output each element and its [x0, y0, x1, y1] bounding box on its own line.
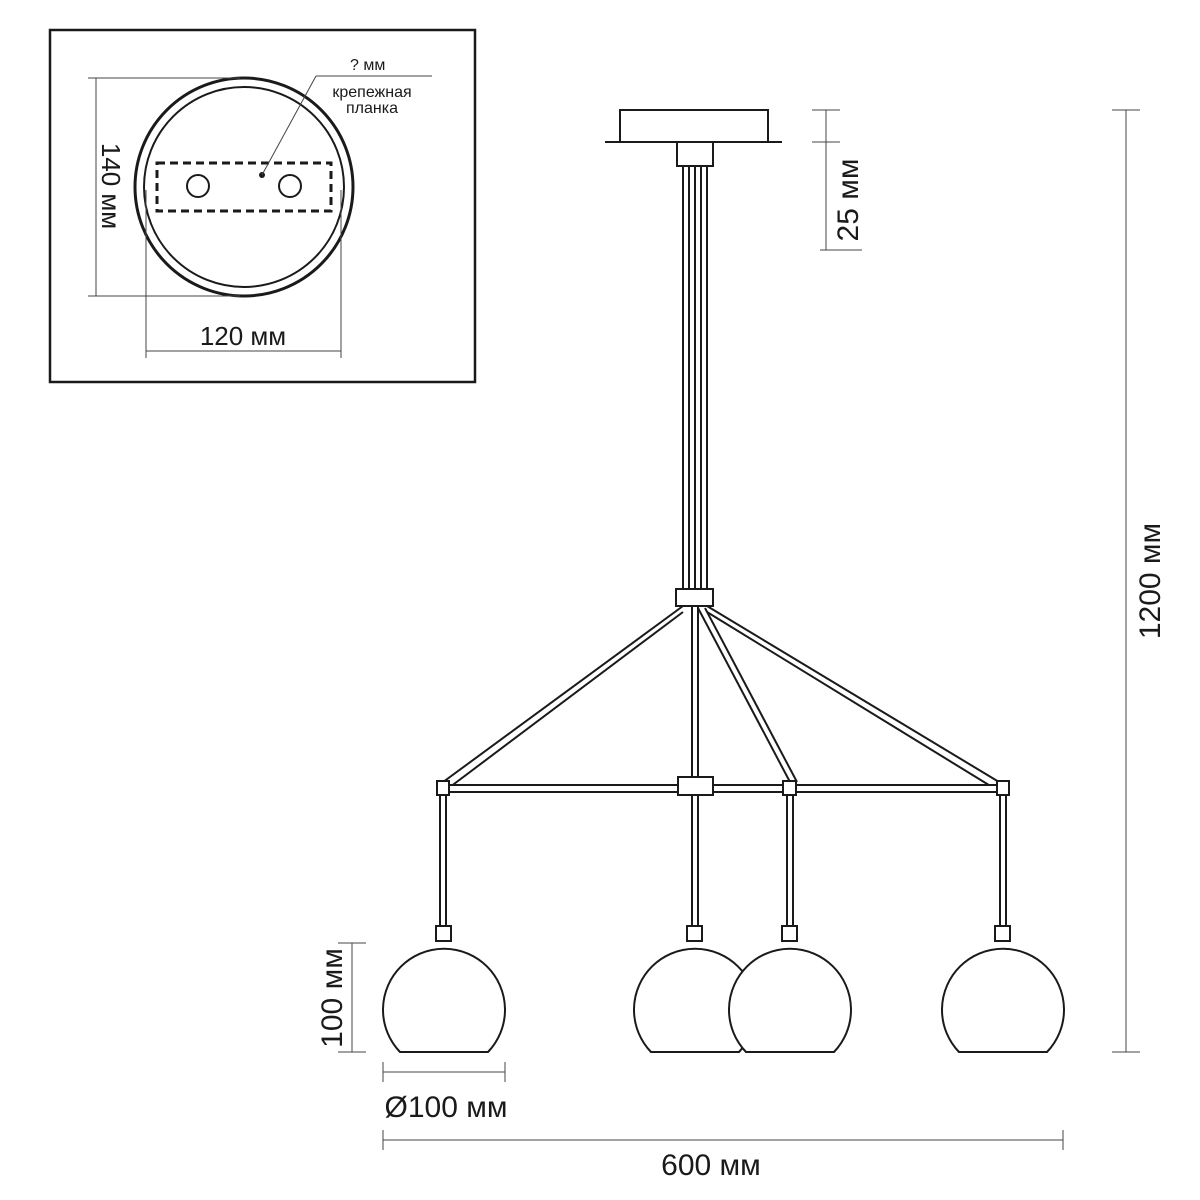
canopy-width-label: 120 мм	[200, 321, 286, 351]
horizontal-crossbar	[445, 784, 1003, 793]
total-height-label: 1200 мм	[1134, 523, 1167, 639]
mounting-strip-dashed	[155, 161, 333, 213]
pendant-shade	[728, 795, 852, 1053]
mounting-hole-right	[278, 174, 302, 198]
crossbar-joint-right	[996, 780, 1010, 796]
strip-label-line2: планка	[346, 100, 398, 117]
canopy-inner-circle	[143, 86, 345, 288]
canopy-collar	[676, 141, 714, 167]
canopy-plate	[619, 109, 769, 143]
diagonal-arms	[438, 605, 1005, 791]
inset-panel: ? мм крепежная планка 140 мм 120 мм	[48, 28, 477, 384]
central-hub-joint	[675, 588, 714, 607]
strip-label-line1: крепежная	[332, 84, 411, 101]
dimension-annotations: 25 мм 1200 мм 100 мм Ø100 мм 600 мм	[316, 109, 1167, 1182]
shade-diameter-label: Ø100 мм	[385, 1091, 508, 1124]
crossbar-joint-mid-right	[782, 780, 797, 796]
canopy-thickness-label: 25 мм	[832, 159, 865, 242]
shade-height-label: 100 мм	[316, 948, 349, 1048]
pendant-shade	[382, 795, 506, 1053]
crossbar-joint-left	[436, 780, 450, 796]
chandelier-fixture	[382, 109, 1065, 1053]
pendant-shades	[382, 795, 1065, 1053]
canopy-height-label: 140 мм	[96, 143, 126, 229]
total-width-label: 600 мм	[661, 1149, 761, 1182]
suspension-rod-bundle	[682, 166, 708, 590]
crossbar-joint-center	[677, 776, 714, 796]
pendant-shade	[941, 795, 1065, 1053]
mounting-hole-left	[186, 174, 210, 198]
strip-leader-line	[261, 75, 317, 176]
strip-dim-label: ? мм	[350, 57, 385, 74]
canopy-outer-circle	[133, 76, 355, 298]
